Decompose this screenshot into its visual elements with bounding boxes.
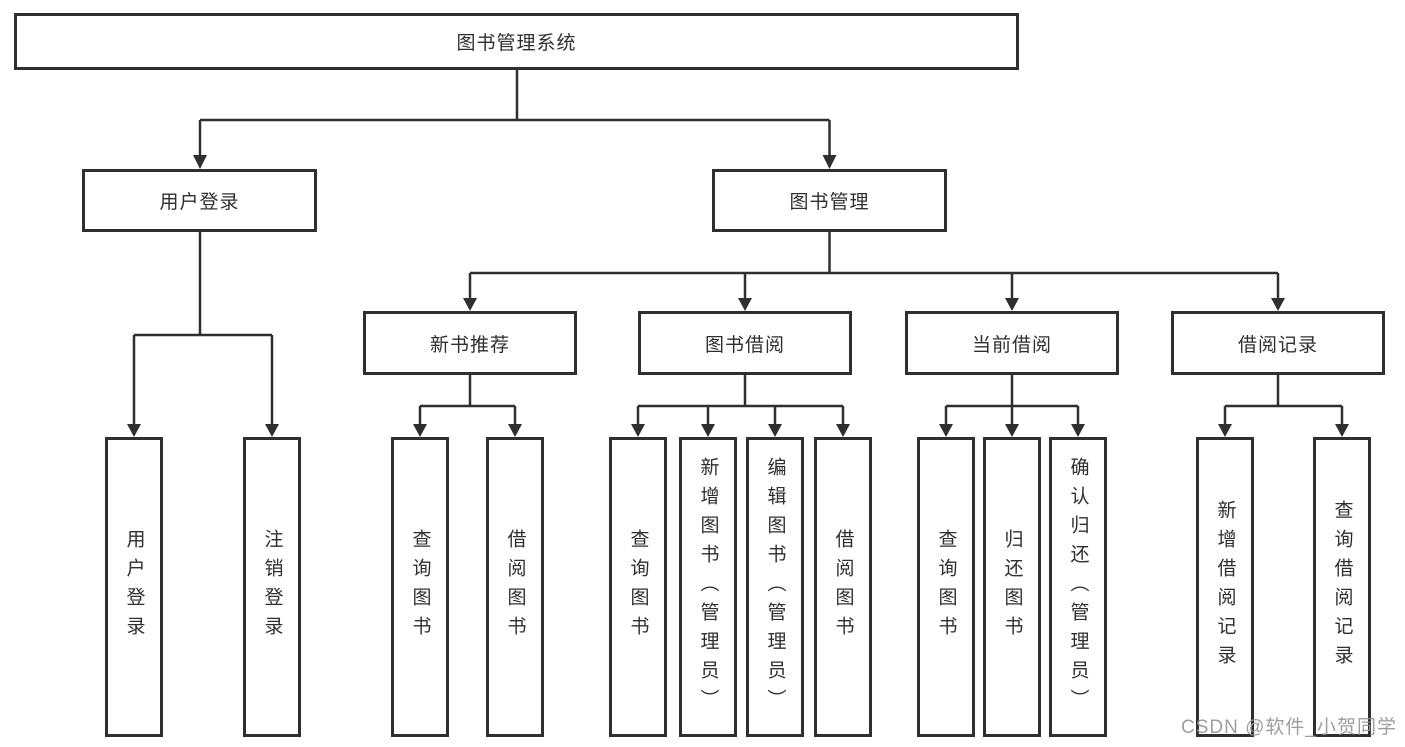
leaf-newbook-borrow-label: 借阅图书: [504, 529, 526, 645]
node-new-book-recommend-label: 新书推荐: [429, 334, 510, 356]
leaf-current-query-label: 查询图书: [935, 529, 957, 645]
node-root-label: 图书管理系统: [456, 33, 577, 54]
leaf-records-query-label: 查询借阅记录: [1331, 500, 1353, 674]
node-book-management: 图书管理: [712, 169, 947, 232]
node-user-login: 用户登录: [82, 169, 317, 232]
leaf-current-return: 归还图书: [983, 437, 1041, 737]
leaf-logout-label: 注销登录: [261, 529, 283, 645]
leaf-current-confirm-admin-label: 确认归还（管理员）: [1067, 456, 1089, 718]
node-book-borrowing-label: 图书借阅: [704, 334, 785, 356]
node-current-borrowing-label: 当前借阅: [971, 334, 1052, 356]
node-book-management-label: 图书管理: [789, 192, 870, 213]
leaf-records-query: 查询借阅记录: [1313, 437, 1371, 737]
node-user-login-label: 用户登录: [159, 192, 240, 213]
leaf-borrowing-borrow-label: 借阅图书: [832, 529, 854, 645]
csdn-watermark: CSDN @软件_小贺同学: [1181, 717, 1397, 738]
leaf-borrowing-edit-admin: 编辑图书（管理员）: [746, 437, 804, 737]
node-new-book-recommend: 新书推荐: [363, 311, 577, 375]
leaf-user-login: 用户登录: [105, 437, 163, 737]
leaf-newbook-borrow: 借阅图书: [486, 437, 544, 737]
leaf-borrowing-query-label: 查询图书: [627, 529, 649, 645]
leaf-current-confirm-admin: 确认归还（管理员）: [1049, 437, 1107, 737]
leaf-borrowing-add-admin: 新增图书（管理员）: [679, 437, 737, 737]
leaf-records-add: 新增借阅记录: [1196, 437, 1254, 737]
node-borrow-records-label: 借阅记录: [1237, 334, 1318, 356]
leaf-current-query: 查询图书: [917, 437, 975, 737]
node-book-borrowing: 图书借阅: [638, 311, 852, 375]
leaf-borrowing-add-admin-label: 新增图书（管理员）: [697, 456, 719, 718]
node-borrow-records: 借阅记录: [1171, 311, 1385, 375]
leaf-newbook-query-label: 查询图书: [409, 529, 431, 645]
leaf-current-return-label: 归还图书: [1001, 529, 1023, 645]
leaf-user-login-label: 用户登录: [123, 529, 145, 645]
leaf-borrowing-edit-admin-label: 编辑图书（管理员）: [764, 456, 786, 718]
node-root: 图书管理系统: [14, 13, 1019, 70]
leaf-borrowing-query: 查询图书: [609, 437, 667, 737]
leaf-borrowing-borrow: 借阅图书: [814, 437, 872, 737]
leaf-records-add-label: 新增借阅记录: [1214, 500, 1236, 674]
leaf-newbook-query: 查询图书: [391, 437, 449, 737]
node-current-borrowing: 当前借阅: [905, 311, 1119, 375]
leaf-logout: 注销登录: [243, 437, 301, 737]
